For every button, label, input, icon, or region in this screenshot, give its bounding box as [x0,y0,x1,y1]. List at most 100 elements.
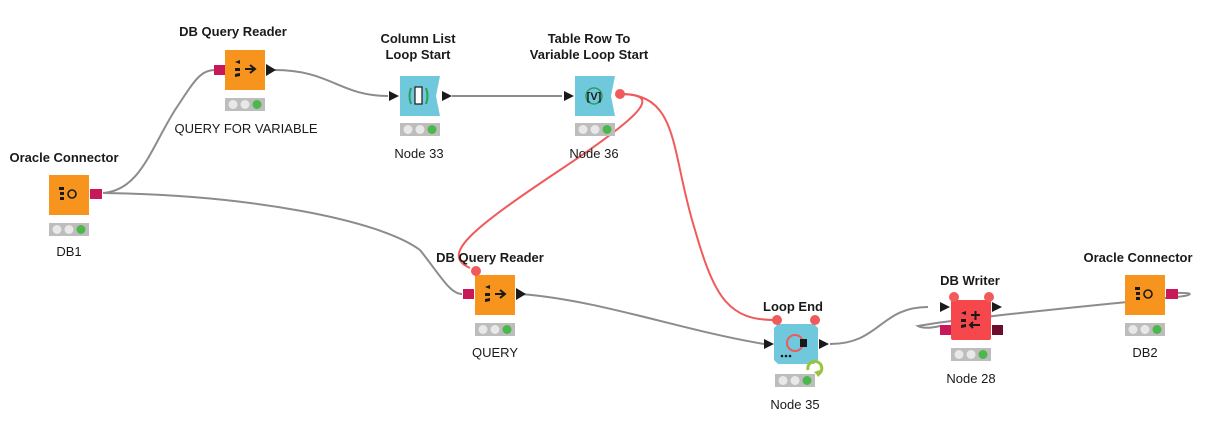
data-output-port[interactable] [516,288,526,300]
db-input-port[interactable] [940,325,951,335]
node-label-node-33[interactable]: Node 33 [394,146,444,161]
status-light-green [252,100,262,109]
node-title-oracle-db1: Oracle Connector [9,150,119,165]
node-db-query-reader-var[interactable] [214,50,276,90]
data-output-port[interactable] [442,91,452,101]
title-line: Column List [380,31,456,46]
connection-db2-to-writer[interactable] [915,291,1191,329]
status-indicator [400,123,440,136]
status-indicator [775,374,815,387]
node-title-row-var-loop: Table Row To Variable Loop Start [530,31,648,63]
status-light-off [52,225,62,234]
db-output-port[interactable] [90,189,102,199]
status-light-green [76,225,86,234]
status-light-off [490,325,500,334]
status-indicator [575,123,615,136]
node-label-query-for-variable[interactable]: QUERY FOR VARIABLE [174,121,318,136]
status-indicator [49,223,89,236]
db-input-port[interactable] [214,65,225,75]
node-label-node-36[interactable]: Node 36 [569,146,619,161]
svg-text:[V]: [V] [587,91,602,103]
status-light-off [954,350,964,359]
variable-output-port[interactable] [984,292,994,302]
db-output-port[interactable] [1166,289,1178,299]
node-oracle-connector-db1[interactable] [49,175,102,215]
db-write-icon [961,311,980,329]
db-query-read-icon [235,60,257,77]
status-light-green [427,125,437,134]
node-column-list-loop-start[interactable] [389,76,452,116]
status-light-off [403,125,413,134]
db-query-read-icon [485,285,507,302]
db-output-port[interactable] [992,325,1003,335]
db-input-port[interactable] [463,289,474,299]
variable-input-port[interactable] [772,315,782,325]
status-indicator [951,348,991,361]
loop-end-icon [780,334,807,358]
data-output-port[interactable] [992,302,1002,312]
connection-loop-end-to-writer[interactable] [829,306,929,345]
status-light-off [1128,325,1138,334]
data-output-port[interactable] [266,64,276,76]
status-light-off [1140,325,1150,334]
database-connector-icon [59,187,77,200]
node-label-node-28[interactable]: Node 28 [946,371,996,386]
node-db-query-reader[interactable] [463,266,526,315]
status-light-green [802,376,812,385]
status-light-off [790,376,800,385]
node-title-loop-end: Loop End [763,299,823,314]
variable-output-port[interactable] [810,315,820,325]
data-input-port[interactable] [764,339,774,349]
status-light-green [978,350,988,359]
connection-query-to-loop-end[interactable] [519,293,765,345]
node-label-node-35[interactable]: Node 35 [770,397,820,412]
node-oracle-connector-db2[interactable] [1125,275,1178,315]
node-title-column-list-loop: Column List Loop Start [380,31,455,63]
connection-query-var-to-col-loop[interactable] [274,69,389,97]
status-light-off [228,100,238,109]
connection-db1-to-query-var[interactable] [102,69,217,194]
node-label-query[interactable]: QUERY [472,345,518,360]
variable-input-port[interactable] [471,266,481,276]
node-title-oracle-db2: Oracle Connector [1083,250,1193,265]
status-light-green [602,125,612,134]
loop-refresh-icon [806,359,824,377]
status-indicator [225,98,265,111]
status-light-off [578,125,588,134]
column-loop-icon [408,86,429,105]
node-label-db2[interactable]: DB2 [1132,345,1158,360]
data-input-port[interactable] [389,91,399,101]
node-title-db-writer: DB Writer [940,273,1000,288]
database-connector-icon [1135,287,1153,300]
status-indicator [1125,323,1165,336]
variable-loop-icon: [V] [585,87,603,105]
data-output-port[interactable] [819,339,829,349]
data-input-port[interactable] [564,91,574,101]
status-light-green [1152,325,1162,334]
node-label-db1[interactable]: DB1 [56,244,82,259]
variable-input-port[interactable] [949,292,959,302]
node-loop-end[interactable] [764,315,829,377]
variable-connection-row-loop-to-query[interactable] [457,93,644,269]
node-row-to-variable-loop-start[interactable]: [V] [564,76,625,116]
data-input-port[interactable] [940,302,950,312]
status-light-off [966,350,976,359]
node-db-writer[interactable] [940,292,1003,340]
variable-output-port[interactable] [615,89,625,99]
title-line: Table Row To [547,31,631,46]
status-light-off [415,125,425,134]
status-light-off [478,325,488,334]
node-title-query-reader-var: DB Query Reader [179,24,287,39]
title-line: Loop Start [385,47,451,62]
title-line: Variable Loop Start [529,47,649,62]
status-light-off [778,376,788,385]
status-light-off [240,100,250,109]
status-light-green [502,325,512,334]
status-indicator [475,323,515,336]
status-light-off [590,125,600,134]
connection-db1-to-query[interactable] [102,192,463,295]
variable-connection-row-loop-to-loop-end[interactable] [619,93,776,321]
node-title-query-reader: DB Query Reader [436,250,544,265]
status-light-off [64,225,74,234]
